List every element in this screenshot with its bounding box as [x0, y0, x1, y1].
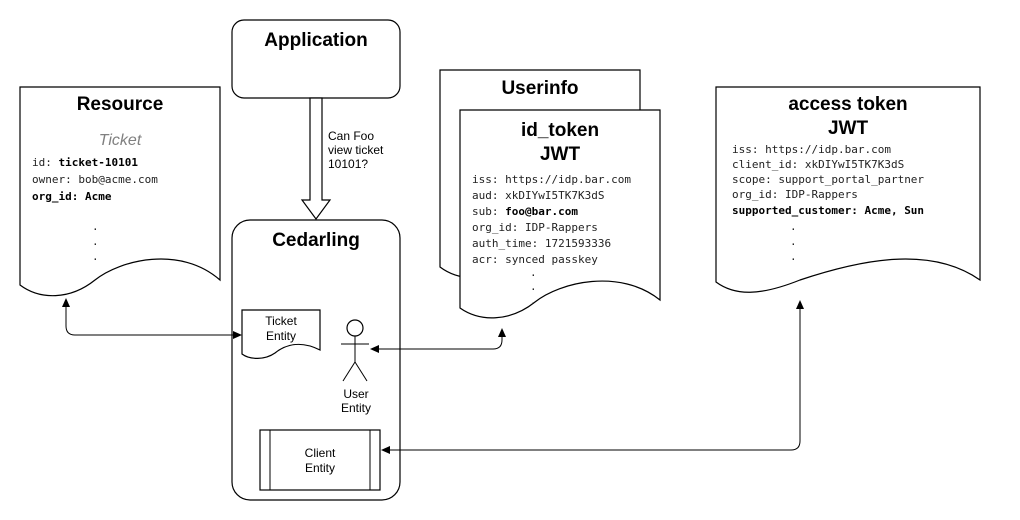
- access-token-title: access token: [788, 94, 907, 115]
- access-token-shape: [715, 86, 981, 293]
- access-token-line-iss: iss: https://idp.bar.com: [732, 143, 891, 156]
- id-token-line-aud: aud: xkDIYwI5TK7K3dS: [472, 189, 604, 202]
- resource-dot-3: .: [92, 250, 99, 263]
- resource-ticket-connector: [62, 298, 242, 339]
- access-token-dot-3: .: [790, 250, 797, 263]
- ticket-entity-label-1: Ticket: [265, 314, 297, 328]
- resource-line-owner: owner: bob@acme.com: [32, 173, 158, 186]
- id-token-line-iss: iss: https://idp.bar.com: [472, 173, 631, 186]
- id-token-line-auth-time: auth_time: 1721593336: [472, 237, 611, 250]
- access-token-subtitle: JWT: [828, 118, 869, 139]
- id-token-shape: [459, 109, 661, 319]
- user-actor-icon: [341, 319, 369, 382]
- access-token-line-scope: scope: support_portal_partner: [732, 173, 924, 186]
- question-line-3: 10101?: [328, 157, 368, 171]
- id-token-line-acr: acr: synced passkey: [472, 253, 598, 266]
- id-token-document: id_token JWT iss: https://idp.bar.com au…: [459, 109, 661, 319]
- userinfo-title: Userinfo: [501, 78, 578, 99]
- question-line-2: view ticket: [328, 143, 384, 157]
- resource-title: Resource: [77, 94, 164, 115]
- ticket-entity-shape: [241, 309, 321, 359]
- resource-dot-2: .: [92, 235, 99, 248]
- resource-shape: [19, 86, 221, 297]
- resource-subtitle: Ticket: [99, 132, 142, 149]
- access-token-document: access token JWT iss: https://idp.bar.co…: [715, 86, 981, 293]
- client-entity-label-1: Client: [305, 446, 336, 460]
- access-token-dot-2: .: [790, 235, 797, 248]
- ticket-entity: Ticket Entity: [241, 309, 321, 359]
- client-access-token-connector: [381, 300, 804, 454]
- id-token-line-org-id: org_id: IDP-Rappers: [472, 221, 598, 234]
- access-token-line-client-id: client_id: xkDIYwI5TK7K3dS: [732, 158, 904, 171]
- user-entity-label-2: Entity: [341, 401, 371, 415]
- resource-dot-1: .: [92, 220, 99, 233]
- id-token-dot-3: .: [530, 294, 537, 307]
- user-id-token-connector: [370, 328, 506, 353]
- id-token-title: id_token: [521, 120, 599, 141]
- resource-line-id: id: ticket-10101: [32, 156, 138, 169]
- access-token-dot-1: .: [790, 220, 797, 233]
- id-token-line-sub: sub: foo@bar.com: [472, 205, 578, 218]
- question-line-1: Can Foo: [328, 129, 374, 143]
- application-box: Application: [231, 19, 401, 99]
- application-title: Application: [264, 30, 367, 51]
- user-entity: User Entity: [341, 319, 371, 415]
- client-entity-shape: [259, 429, 381, 491]
- authorization-question: Can Foo view ticket 10101?: [328, 129, 384, 171]
- application-to-cedarling-arrow: [300, 97, 332, 221]
- id-token-subtitle: JWT: [540, 144, 581, 165]
- id-token-dot-2: .: [530, 280, 537, 293]
- resource-document: Resource Ticket id: ticket-10101 owner: …: [19, 86, 221, 297]
- access-token-line-supported-customer: supported_customer: Acme, Sun: [732, 204, 924, 217]
- access-token-line-org-id: org_id: IDP-Rappers: [732, 188, 858, 201]
- client-entity-label-2: Entity: [305, 461, 335, 475]
- resource-line-org-id: org_id: Acme: [32, 190, 112, 203]
- ticket-entity-label-2: Entity: [266, 329, 296, 343]
- cedarling-title: Cedarling: [272, 230, 360, 251]
- id-token-dot-1: .: [530, 266, 537, 279]
- client-entity: Client Entity: [259, 429, 381, 491]
- user-entity-label-1: User: [343, 387, 368, 401]
